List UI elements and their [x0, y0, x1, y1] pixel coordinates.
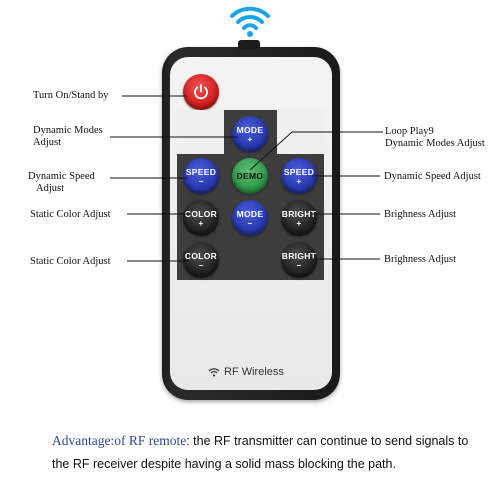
label-dynamic-speed-left: Dynamic Speed Adjust — [28, 171, 95, 195]
speed-minus-button[interactable]: SPEED − — [183, 158, 219, 194]
dynamic-modes-line1: Dynamic Modes — [33, 125, 103, 136]
minus-sign: − — [198, 260, 204, 270]
brightness-1-text: Brighness Adjust — [384, 209, 457, 220]
advantage-text-1: : the RF transmitter can continue to sen… — [186, 434, 469, 448]
demo-label: DEMO — [236, 171, 264, 181]
bright-plus-button[interactable]: BRIGHT + — [281, 200, 317, 236]
remote-top-notch — [238, 40, 260, 49]
label-brightness-2: Brighness Adjust — [384, 254, 456, 266]
label-loop-play: Loop Play9 Dynamic Modes Adjust — [385, 126, 485, 150]
color-minus-button[interactable]: COLOR − — [183, 242, 219, 278]
mode-plus-label: MODE — [236, 124, 264, 135]
advantage-heading: Advantage:of RF remote — [52, 433, 187, 448]
rf-wireless-label: RF Wireless — [208, 366, 284, 378]
plus-sign: + — [296, 176, 302, 186]
bright-minus-button[interactable]: BRIGHT − — [281, 242, 317, 278]
power-icon — [194, 84, 208, 100]
loop-play-line2: Dynamic Modes Adjust — [385, 138, 485, 149]
mode-plus-button[interactable]: MODE + — [232, 116, 268, 152]
advantage-line-2: the RF receiver despite having a solid m… — [52, 457, 396, 471]
plus-sign: + — [296, 218, 302, 228]
plus-sign: + — [198, 218, 204, 228]
label-dynamic-modes-left: Dynamic Modes Adjust — [33, 125, 103, 149]
speed-minus-label: SPEED — [185, 166, 217, 177]
wireless-icon — [208, 368, 220, 377]
color-minus-label: COLOR — [184, 250, 218, 261]
minus-sign: − — [247, 218, 253, 228]
dynamic-speed-right-text: Dynamic Speed Adjust — [384, 171, 481, 182]
advantage-text-2: the RF receiver despite having a solid m… — [52, 457, 396, 471]
mode-minus-button[interactable]: MODE − — [232, 200, 268, 236]
label-static-color-2: Static Color Adjust — [30, 256, 111, 268]
loop-play-line1: Loop Play9 — [385, 126, 434, 137]
dynamic-speed-line1: Dynamic Speed — [28, 171, 95, 182]
dynamic-speed-line2: Adjust — [36, 183, 65, 194]
color-plus-label: COLOR — [184, 208, 218, 219]
static-color-1-text: Static Color Adjust — [30, 209, 111, 220]
advantage-line-1: Advantage:of RF remote: the RF transmitt… — [52, 433, 468, 449]
color-plus-button[interactable]: COLOR + — [183, 200, 219, 236]
minus-sign: − — [296, 260, 302, 270]
brightness-2-text: Brighness Adjust — [384, 254, 457, 265]
bright-minus-label: BRIGHT — [281, 250, 317, 261]
turn-on-text: Turn On/Stand by — [33, 90, 109, 101]
rf-wireless-text: RF Wireless — [224, 366, 284, 378]
label-turn-on: Turn On/Stand by — [33, 90, 108, 102]
minus-sign: − — [198, 176, 204, 186]
dynamic-modes-line2: Adjust — [33, 137, 62, 148]
label-brightness-1: Brighness Adjust — [384, 209, 456, 221]
bright-plus-label: BRIGHT — [281, 208, 317, 219]
panel-cutout-top-left — [177, 110, 224, 154]
label-dynamic-speed-right: Dynamic Speed Adjust — [384, 171, 481, 183]
plus-sign: + — [247, 134, 253, 144]
mode-minus-label: MODE — [236, 208, 264, 219]
wifi-signal-icon — [230, 6, 270, 37]
power-button[interactable] — [183, 74, 219, 110]
speed-plus-button[interactable]: SPEED + — [281, 158, 317, 194]
speed-plus-label: SPEED — [283, 166, 315, 177]
static-color-2-text: Static Color Adjust — [30, 256, 111, 267]
label-static-color-1: Static Color Adjust — [30, 209, 111, 221]
demo-button[interactable]: DEMO — [232, 158, 268, 194]
